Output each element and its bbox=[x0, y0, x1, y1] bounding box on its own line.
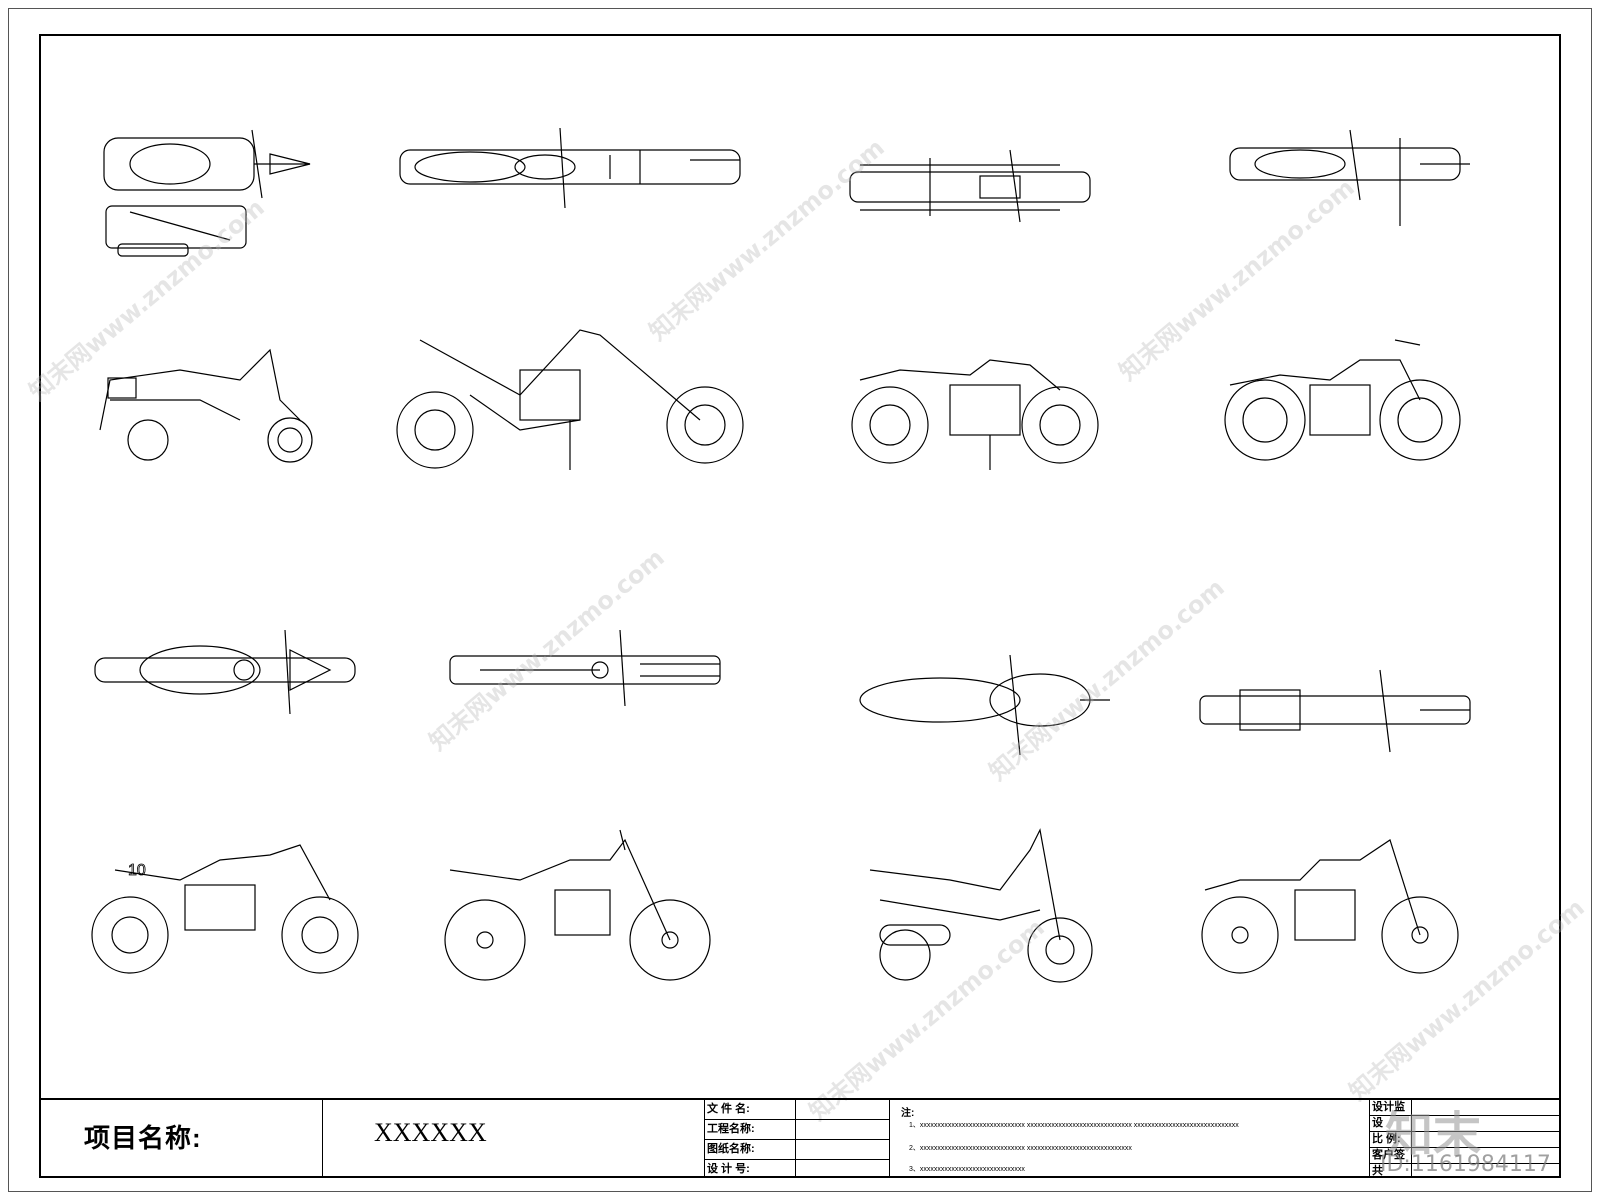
project-title-label: 工程名称: bbox=[707, 1123, 755, 1135]
designer-label: 设 bbox=[1372, 1117, 1383, 1129]
note-line: 2、xxxxxxxxxxxxxxxxxxxxxxxxxxxxxx xxxxxxx… bbox=[909, 1145, 1132, 1152]
title-block: 项目名称: XXXXXX 文 件 名: 工程名称: 图纸名称: 设 计 号: 注… bbox=[39, 1098, 1561, 1178]
top-view-long-chopper bbox=[449, 629, 721, 707]
scale-label: 比 例: bbox=[1372, 1133, 1401, 1145]
top-view-bobber bbox=[1199, 669, 1471, 753]
drawing-frame bbox=[39, 34, 1561, 1178]
client-signature-label: 客户签 bbox=[1372, 1149, 1405, 1161]
id-watermark: ID:1161984117 bbox=[1380, 1152, 1551, 1177]
side-view-scrambler bbox=[1224, 339, 1461, 461]
design-number-label: 设 计 号: bbox=[707, 1163, 750, 1175]
top-view-cafe-racer bbox=[1229, 129, 1470, 226]
side-view-scooter bbox=[869, 828, 1093, 983]
top-view-classic bbox=[849, 149, 1091, 223]
top-view-sport bbox=[94, 629, 356, 715]
design-supervisor-label: 设计监 bbox=[1372, 1101, 1405, 1113]
top-view-supersport bbox=[859, 654, 1110, 756]
side-view-chopper bbox=[396, 329, 744, 470]
top-view-sidecar bbox=[103, 129, 311, 257]
side-view-vintage bbox=[1201, 839, 1459, 974]
side-view-dirt-bike bbox=[444, 829, 711, 981]
project-name-value: XXXXXX bbox=[374, 1118, 487, 1147]
note-line: 1、xxxxxxxxxxxxxxxxxxxxxxxxxxxxxx xxxxxxx… bbox=[909, 1122, 1239, 1129]
side-view-race-bike: 10 bbox=[91, 844, 359, 974]
project-name-label: 项目名称: bbox=[84, 1123, 202, 1153]
side-view-touring bbox=[851, 359, 1099, 470]
svg-text:10: 10 bbox=[128, 862, 146, 879]
notes-label: 注: bbox=[901, 1108, 915, 1119]
total-pages-label: 共 bbox=[1372, 1165, 1383, 1177]
brand-watermark: 知末 bbox=[1385, 1107, 1482, 1163]
drawing-sheet bbox=[8, 8, 1592, 1192]
drawing-name-label: 图纸名称: bbox=[707, 1143, 755, 1155]
top-view-cruiser bbox=[399, 127, 741, 209]
side-view-scooter-sidecar bbox=[99, 348, 313, 463]
file-name-label: 文 件 名: bbox=[707, 1103, 750, 1115]
note-line: 3、xxxxxxxxxxxxxxxxxxxxxxxxxxxxxx bbox=[909, 1166, 1025, 1173]
